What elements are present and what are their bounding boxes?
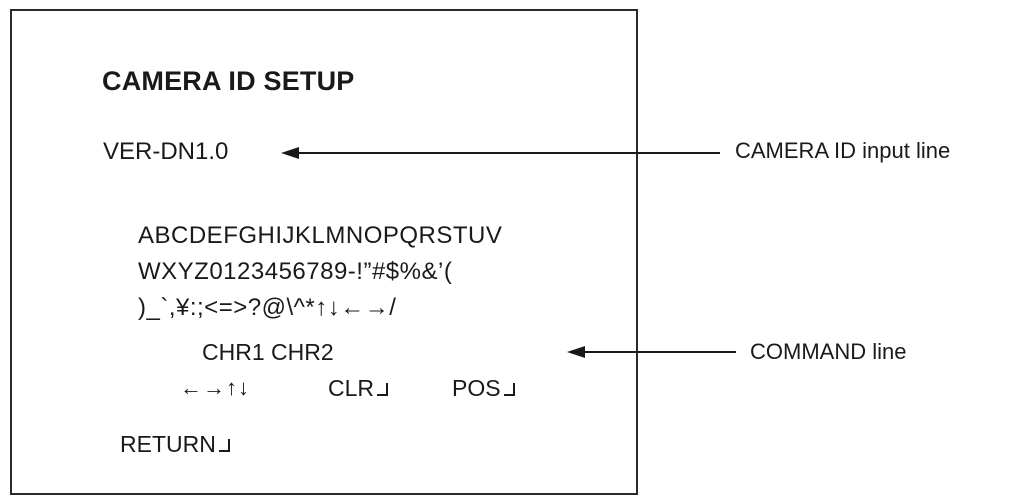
char-row-1[interactable]: ABCDEFGHIJKLMNOPQRSTUV xyxy=(138,222,503,249)
camera-id-line-annotation: CAMERA ID input line xyxy=(735,138,951,163)
command-line-annotation: COMMAND line xyxy=(750,339,907,364)
pos-label: POS xyxy=(452,375,501,401)
pos-command[interactable]: POS xyxy=(452,375,516,402)
char-row-3[interactable]: )_`,¥:;<=>?@\^*↑↓←→/ xyxy=(138,294,397,321)
char-row-2[interactable]: WXYZ0123456789-!”#$%&’( xyxy=(138,258,453,285)
chr-selector[interactable]: CHR1 CHR2 xyxy=(202,339,334,365)
clr-label: CLR xyxy=(328,375,375,401)
return-label: RETURN xyxy=(120,431,216,457)
return-command[interactable]: RETURN xyxy=(120,431,231,458)
osd-screen-frame xyxy=(10,9,638,495)
enter-key-icon xyxy=(503,383,516,397)
enter-key-icon xyxy=(218,439,231,453)
enter-key-icon xyxy=(377,383,389,397)
clr-command[interactable]: CLR xyxy=(328,375,389,402)
cursor-arrows-command[interactable]: ←→↑↓ xyxy=(180,375,250,400)
menu-title: CAMERA ID SETUP xyxy=(102,66,355,96)
camera-id-input[interactable]: VER-DN1.0 xyxy=(103,138,229,165)
